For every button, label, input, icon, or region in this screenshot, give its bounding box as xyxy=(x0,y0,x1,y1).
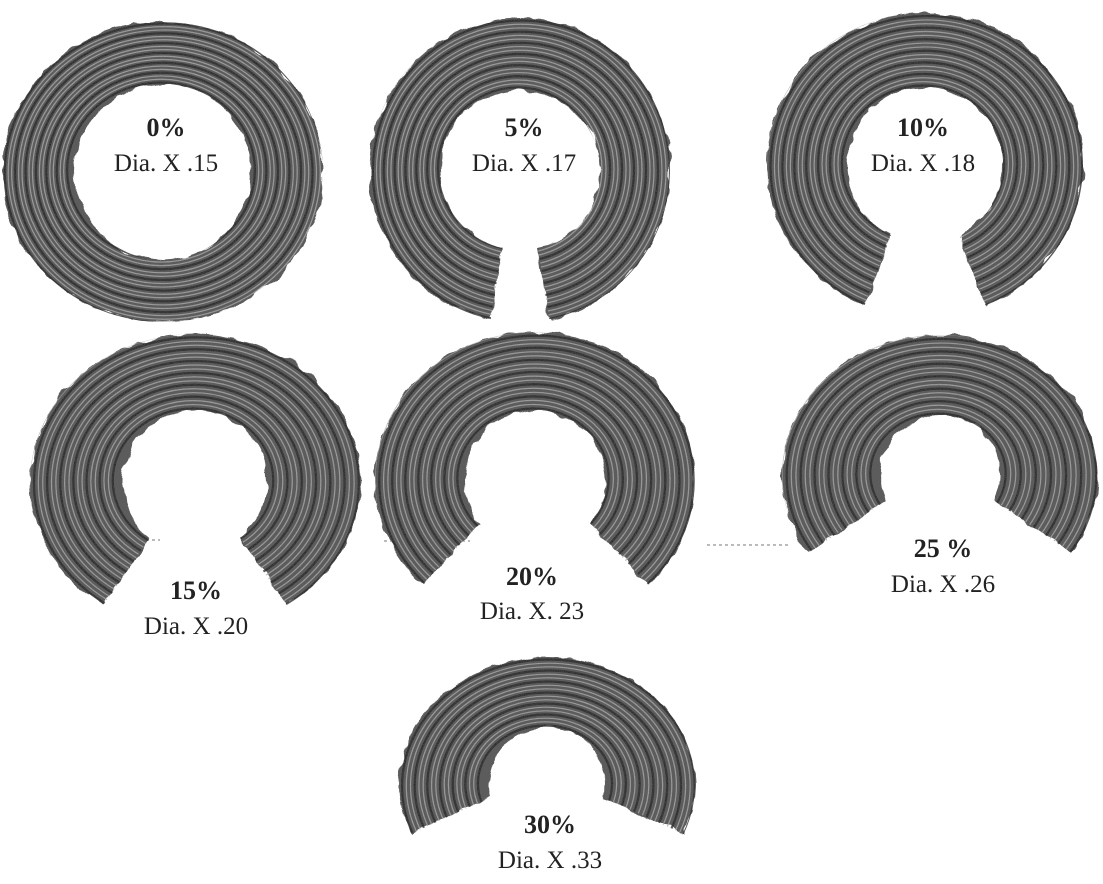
wood-ring-20-percent xyxy=(366,324,708,640)
growth-ring xyxy=(113,409,274,553)
cross-section-30-percent: 30% Dia. X .33 xyxy=(389,649,708,884)
growth-ring xyxy=(457,409,608,549)
percent-label-0: 0% xyxy=(147,113,186,142)
percent-label-30: 30% xyxy=(524,810,576,839)
growth-ring xyxy=(100,397,288,566)
cross-section-25-percent: 25 % Dia. X .26 xyxy=(773,327,1103,627)
growth-ring xyxy=(444,396,623,561)
cross-section-10-percent: 10% Dia. X .18 xyxy=(759,5,1096,329)
percent-label-10: 10% xyxy=(897,113,949,142)
wood-ring-shape xyxy=(375,332,695,585)
diameter-label-15: Dia. X .20 xyxy=(144,613,248,640)
diameter-label-10: Dia. X .18 xyxy=(871,150,975,177)
diameter-label-20: Dia. X. 23 xyxy=(480,598,584,625)
cross-section-5-percent: 5% Dia. X .17 xyxy=(362,9,682,333)
cross-section-20-percent: 20% Dia. X. 23 xyxy=(366,324,708,640)
cross-section-15-percent: 15% Dia. X .20 xyxy=(21,326,373,642)
percent-label-15: 15% xyxy=(170,576,222,605)
diameter-label-0: Dia. X .15 xyxy=(114,150,218,177)
diameter-label-5: Dia. X .17 xyxy=(472,150,576,177)
cross-section-0-percent: 0% Dia. X .15 xyxy=(0,14,336,334)
percent-label-25: 25 % xyxy=(914,534,973,563)
diameter-label-25: Dia. X .26 xyxy=(891,571,995,598)
percent-label-5: 5% xyxy=(505,113,544,142)
growth-ring xyxy=(856,401,1020,547)
growth-ring xyxy=(870,414,1005,534)
percent-label-20: 20% xyxy=(506,562,558,591)
diameter-label-30: Dia. X .33 xyxy=(498,847,602,874)
